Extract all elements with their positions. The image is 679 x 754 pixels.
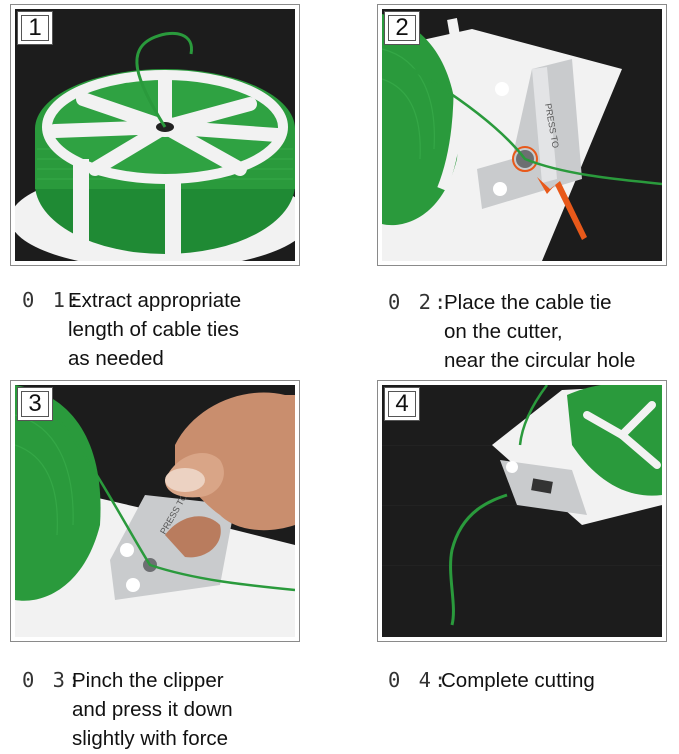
step-2-line-3: near the circular hole — [444, 349, 636, 372]
step-1-badge: 1 — [17, 11, 53, 45]
pinch-clipper-image: PRESS TO — [15, 385, 295, 637]
step-1-caption: 0 1: Extract appropriate length of cable… — [22, 286, 352, 376]
step-4-photo: 4 — [377, 380, 667, 642]
step-4-line-1: Complete cutting — [441, 669, 595, 692]
step-2-badge: 2 — [384, 11, 420, 45]
step-3-line-3: slightly with force — [72, 727, 229, 750]
step-3-badge: 3 — [17, 387, 53, 421]
step-3-photo: 3 PRESS TO — [10, 380, 300, 642]
cut-wire-image — [382, 385, 662, 637]
step-1-line-2: length of cable ties — [68, 318, 239, 341]
step-3-caption: 0 3: Pinch the clipper and press it down… — [22, 666, 352, 754]
step-4-badge: 4 — [384, 387, 420, 421]
step-3-line-1: Pinch the clipper — [72, 669, 224, 692]
step-1-line-1: Extract appropriate — [68, 289, 242, 312]
step-2-caption: 0 2: Place the cable tie on the cutter, … — [388, 288, 678, 378]
step-3-line-2: and press it down — [72, 698, 233, 721]
step-1-number: 0 1: — [22, 288, 84, 312]
step-1-line-3: as needed — [68, 347, 164, 370]
step-2-number: 0 2: — [388, 290, 450, 314]
step-2-line-2: on the cutter, — [444, 320, 563, 343]
step-4-number: 0 4: — [388, 668, 450, 692]
step-2-photo: 2 PRESS TO — [377, 4, 667, 266]
step-2-line-1: Place the cable tie — [444, 291, 612, 314]
step-3-number: 0 3: — [22, 668, 84, 692]
cutter-hole-image: PRESS TO — [382, 9, 662, 261]
spool-with-wire-image — [15, 9, 295, 261]
step-4-caption: 0 4: Complete cutting — [388, 666, 678, 696]
step-1-photo: 1 — [10, 4, 300, 266]
